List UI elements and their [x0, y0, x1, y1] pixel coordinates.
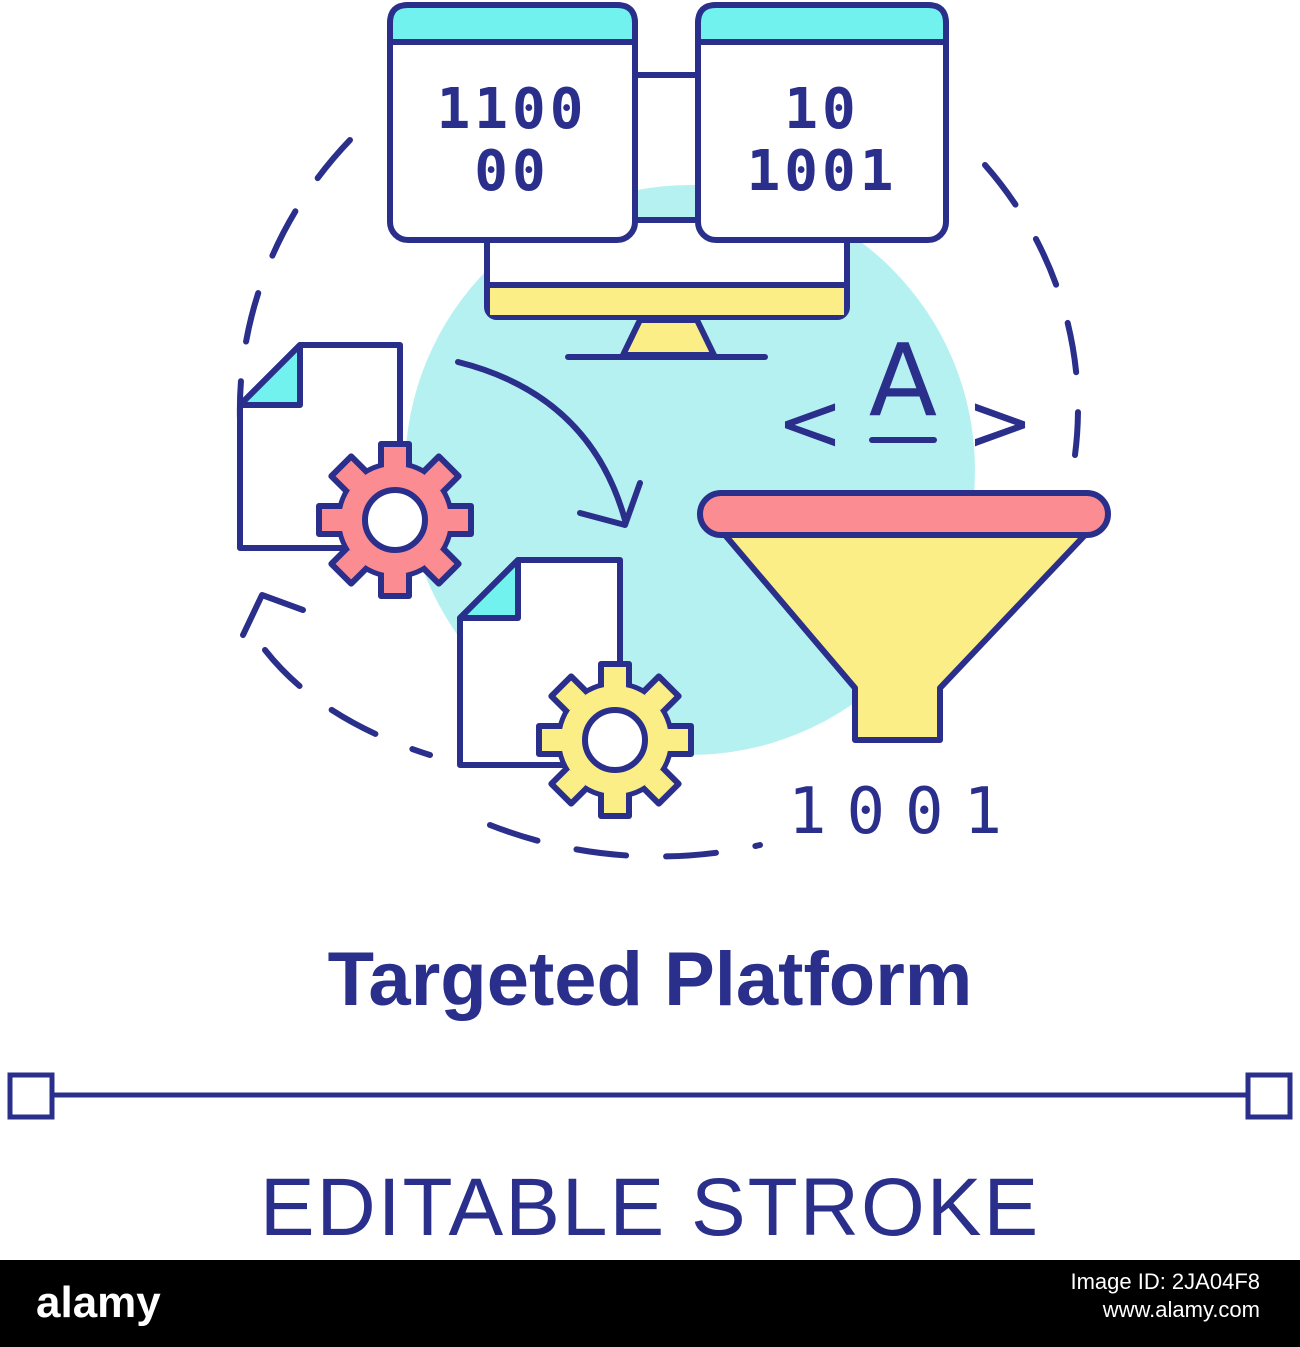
subtitle: EDITABLE STROKE: [259, 1162, 1041, 1253]
dashed-cycle-path: [236, 137, 1081, 860]
code-window-right-line2: 1001: [747, 139, 898, 204]
stock-footer-bar: [0, 1260, 1300, 1347]
stock-url: www.alamy.com: [1102, 1297, 1260, 1322]
targeted-platform-illustration: 1100 00 10 1001 < A >: [236, 2, 1111, 860]
code-window-left: [387, 2, 638, 243]
code-window-right-line1: 10: [784, 77, 859, 142]
binary-output: 1001: [788, 775, 1022, 849]
code-window-left-line1: 1100: [437, 77, 588, 142]
page-title: Targeted Platform: [327, 937, 973, 1022]
stroke-handle-left[interactable]: [7, 1072, 55, 1120]
code-letter: A: [869, 322, 937, 439]
code-window-left-line2: 00: [474, 139, 549, 204]
gear-icon-yellow: [536, 661, 694, 819]
stock-logo: alamy: [36, 1278, 161, 1327]
stock-image-id: Image ID: 2JA04F8: [1070, 1269, 1260, 1294]
stroke-handle-right[interactable]: [1245, 1072, 1293, 1120]
editable-stroke-line: [7, 1072, 1293, 1120]
code-bracket-left: <: [776, 376, 843, 469]
cycle-arrow-icon: [240, 592, 306, 638]
gear-icon-pink: [316, 441, 474, 599]
code-window-right: [695, 2, 949, 243]
code-bracket-right: >: [966, 376, 1033, 469]
monitor-icon: [484, 72, 850, 360]
process-arrow-icon: [455, 359, 643, 528]
funnel-icon: [697, 490, 1111, 743]
